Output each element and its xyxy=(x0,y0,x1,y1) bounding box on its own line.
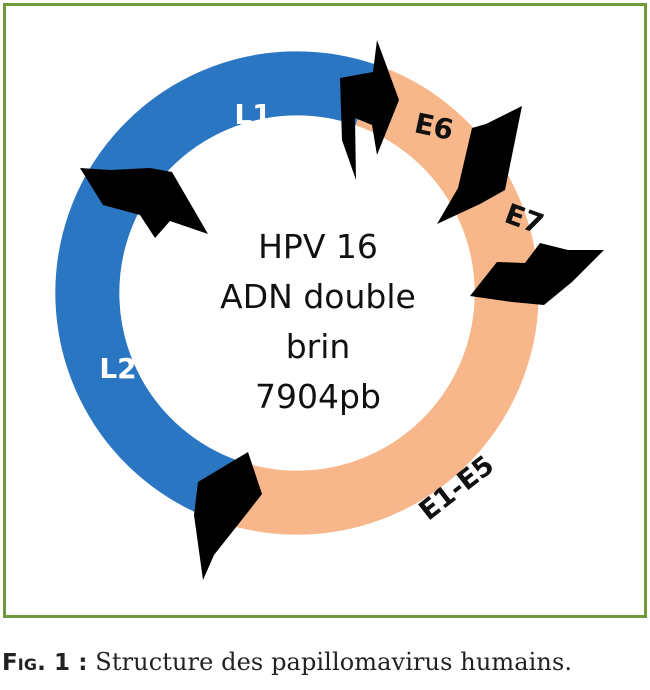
arrow-icon xyxy=(437,106,522,224)
segment-label-l1: L1 xyxy=(234,98,271,131)
arrow-icon xyxy=(194,452,262,580)
figure-caption: Fig. 1 : Structure des papillomavirus hu… xyxy=(2,648,572,676)
ring-segment-late xyxy=(55,51,377,522)
figure-number: Fig. 1 : xyxy=(2,650,88,676)
hpv-genome-diagram: L1 L2 E6 E7 E1-E5 HPV 16 ADN double brin… xyxy=(55,40,604,580)
arrow-icon xyxy=(470,243,604,305)
arrow-icon xyxy=(340,40,399,180)
center-text-line-4: 7904pb xyxy=(255,377,381,416)
ring-segment-early xyxy=(217,64,539,535)
figure-caption-text: Structure des papillomavirus humains. xyxy=(95,648,573,676)
segment-label-e6: E6 xyxy=(412,107,457,147)
arrow-icon xyxy=(80,168,208,238)
segment-label-l2: L2 xyxy=(99,352,136,385)
center-text-line-1: HPV 16 xyxy=(258,227,378,266)
center-text-line-3: brin xyxy=(286,327,351,366)
center-text-line-2: ADN double xyxy=(220,277,416,316)
